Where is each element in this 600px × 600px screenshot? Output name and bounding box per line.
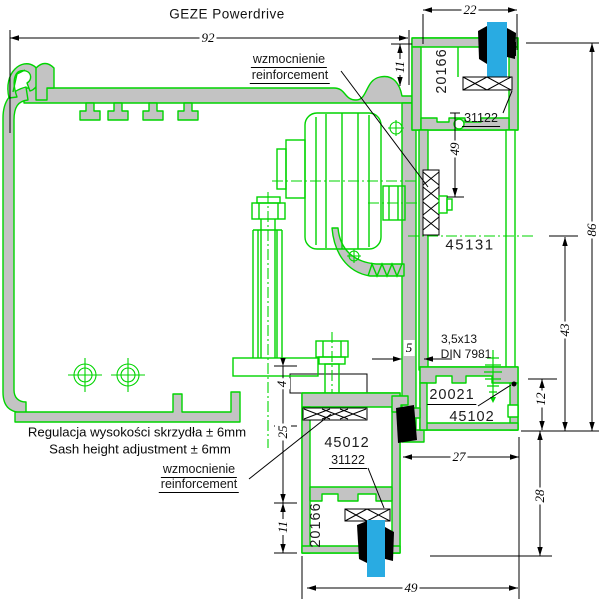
dim-chamber-lower: 11: [275, 518, 291, 536]
adjustment-note-en: Sash height adjustment ± 6mm: [49, 441, 231, 457]
screw-point: [511, 381, 517, 387]
part-frame-profile: 45131: [445, 236, 495, 254]
dim-track-offset: 11: [392, 58, 408, 76]
axle-cap: [285, 139, 306, 199]
reinforcement-hatch-sash: [302, 407, 368, 421]
screw-port-icon: [388, 120, 404, 136]
track-arch: [331, 227, 405, 277]
brush-seal-mid: [396, 405, 417, 443]
part-glazing-clip: 20021: [427, 387, 477, 405]
sash-cover-profile: [2, 62, 425, 443]
part-bottom-rail: 45102: [449, 409, 495, 425]
leader-lines: [248, 70, 513, 509]
brush-tuft: [478, 26, 487, 64]
bottom-rail-profile: [396, 350, 519, 443]
screw-boss-icon: [68, 358, 102, 392]
roller-carriage: [232, 112, 424, 448]
top-corner-curl: [7, 63, 41, 99]
reinforcement-hatch-frame: [422, 169, 440, 236]
part-bottom-brush: 31122: [329, 453, 367, 469]
top-brush-strip: [487, 22, 507, 78]
dim-track-width: 22: [461, 2, 479, 18]
bottom-flange: [14, 391, 241, 423]
reinforcement-bottom-label-en: reinforcement: [158, 477, 240, 493]
dim-lower-height: 43: [557, 321, 573, 339]
self-tapping-screw-icon: [484, 350, 502, 403]
screw-spec-size: 3,5x13: [440, 332, 478, 346]
dim-sash-width: 49: [402, 580, 420, 596]
carriage-plate: [232, 357, 319, 377]
drawing-title: GEZE Powerdrive: [169, 6, 285, 22]
adjustment-note-pl: Regulacja wysokości skrzydła ± 6mm: [27, 424, 247, 440]
part-sash-profile: 45012: [324, 435, 370, 451]
adjustment-block: [289, 373, 368, 394]
brush-tuft: [357, 521, 367, 563]
dim-reinforcement-pos: 49: [447, 140, 463, 158]
reinforcement-top-label-pl: wzmocnienie: [250, 52, 328, 68]
reinforcement-top-label-en: reinforcement: [249, 68, 331, 84]
sash-bottom-profile: [301, 392, 409, 577]
part-top-track: 20166: [434, 48, 450, 94]
brush-holder-bottom: [344, 508, 391, 522]
screw-port-icon: [347, 249, 361, 263]
brush-tuft: [385, 527, 394, 561]
brush-holder-top: [462, 76, 513, 91]
part-top-brush: 31122: [462, 111, 500, 127]
top-track-profile: [411, 22, 519, 131]
bottom-brush-strip: [367, 520, 385, 577]
reinforcement-bottom-label-pl: wzmocnienie: [160, 462, 238, 478]
screw-boss-icon: [111, 358, 145, 392]
dim-rail-width: 27: [450, 449, 468, 465]
dim-bottom-height: 28: [532, 487, 548, 505]
dim-total-width: 92: [199, 30, 217, 46]
screw-spec-norm: DIN 7981: [440, 347, 492, 361]
dim-adjust-gap: 4: [274, 378, 290, 390]
dim-rail-inset: 12: [533, 390, 549, 408]
dim-side-gap: 5: [403, 340, 415, 356]
part-bottom-track: 20166: [308, 502, 324, 548]
dim-frame-height: 86: [584, 221, 600, 239]
dim-chamber-upper: 25: [275, 423, 291, 441]
